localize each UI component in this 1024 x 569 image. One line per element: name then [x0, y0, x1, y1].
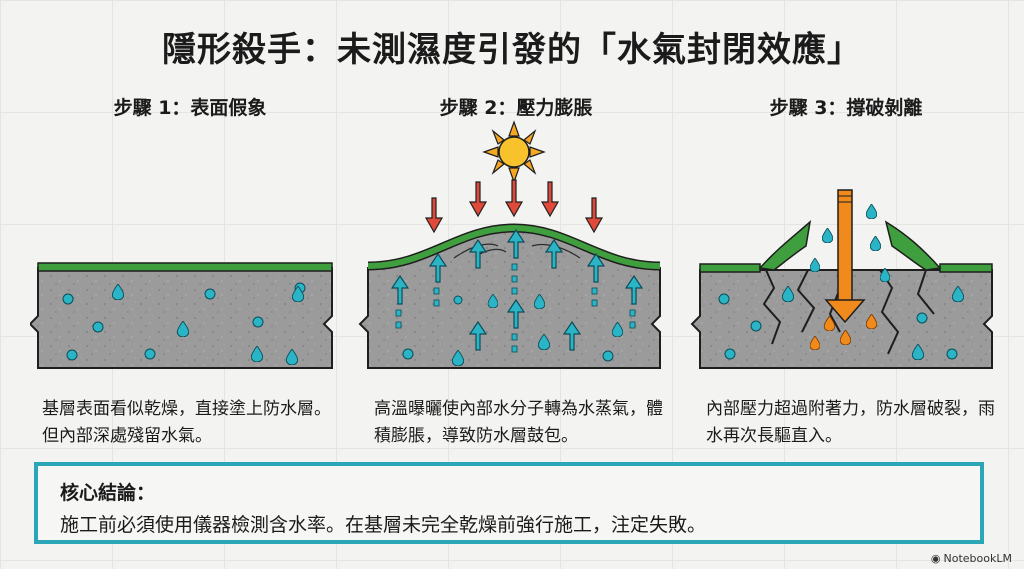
conclusion-heading: 核心結論：: [60, 482, 156, 504]
step-3-title: 步驟 3：撐破剝離: [769, 97, 923, 119]
step-2-title: 步驟 2：壓力膨脹: [439, 97, 593, 119]
step-3-description: 內部壓力超過附著力，防水層破裂，雨水再次長驅直入。: [706, 399, 995, 446]
sun-icon: [482, 120, 546, 184]
step-2-illustration: [358, 120, 661, 369]
step-3-illustration: [690, 189, 993, 369]
step-2-description: 高溫曝曬使內部水分子轉為水蒸氣，體積膨脹，導致防水層鼓包。: [374, 399, 663, 446]
page-title: 隱形殺手：未測濕度引發的「水氣封閉效應」: [162, 30, 862, 70]
step-1-title: 步驟 1：表面假象: [113, 97, 267, 119]
conclusion-box: 核心結論： 施工前必須使用儀器檢測含水率。在基層未完全乾燥前強行施工，注定失敗。: [34, 462, 984, 544]
brand-watermark: ◉NotebookLM: [930, 552, 1012, 565]
step-1-illustration: [30, 262, 333, 369]
step-1-description: 基層表面看似乾燥，直接塗上防水層。但內部深處殘留水氣。: [42, 399, 331, 446]
conclusion-text: 施工前必須使用儀器檢測含水率。在基層未完全乾燥前強行施工，注定失敗。: [60, 514, 707, 536]
notebooklm-icon: ◉: [930, 552, 941, 565]
orange-down-arrow: [824, 189, 866, 324]
